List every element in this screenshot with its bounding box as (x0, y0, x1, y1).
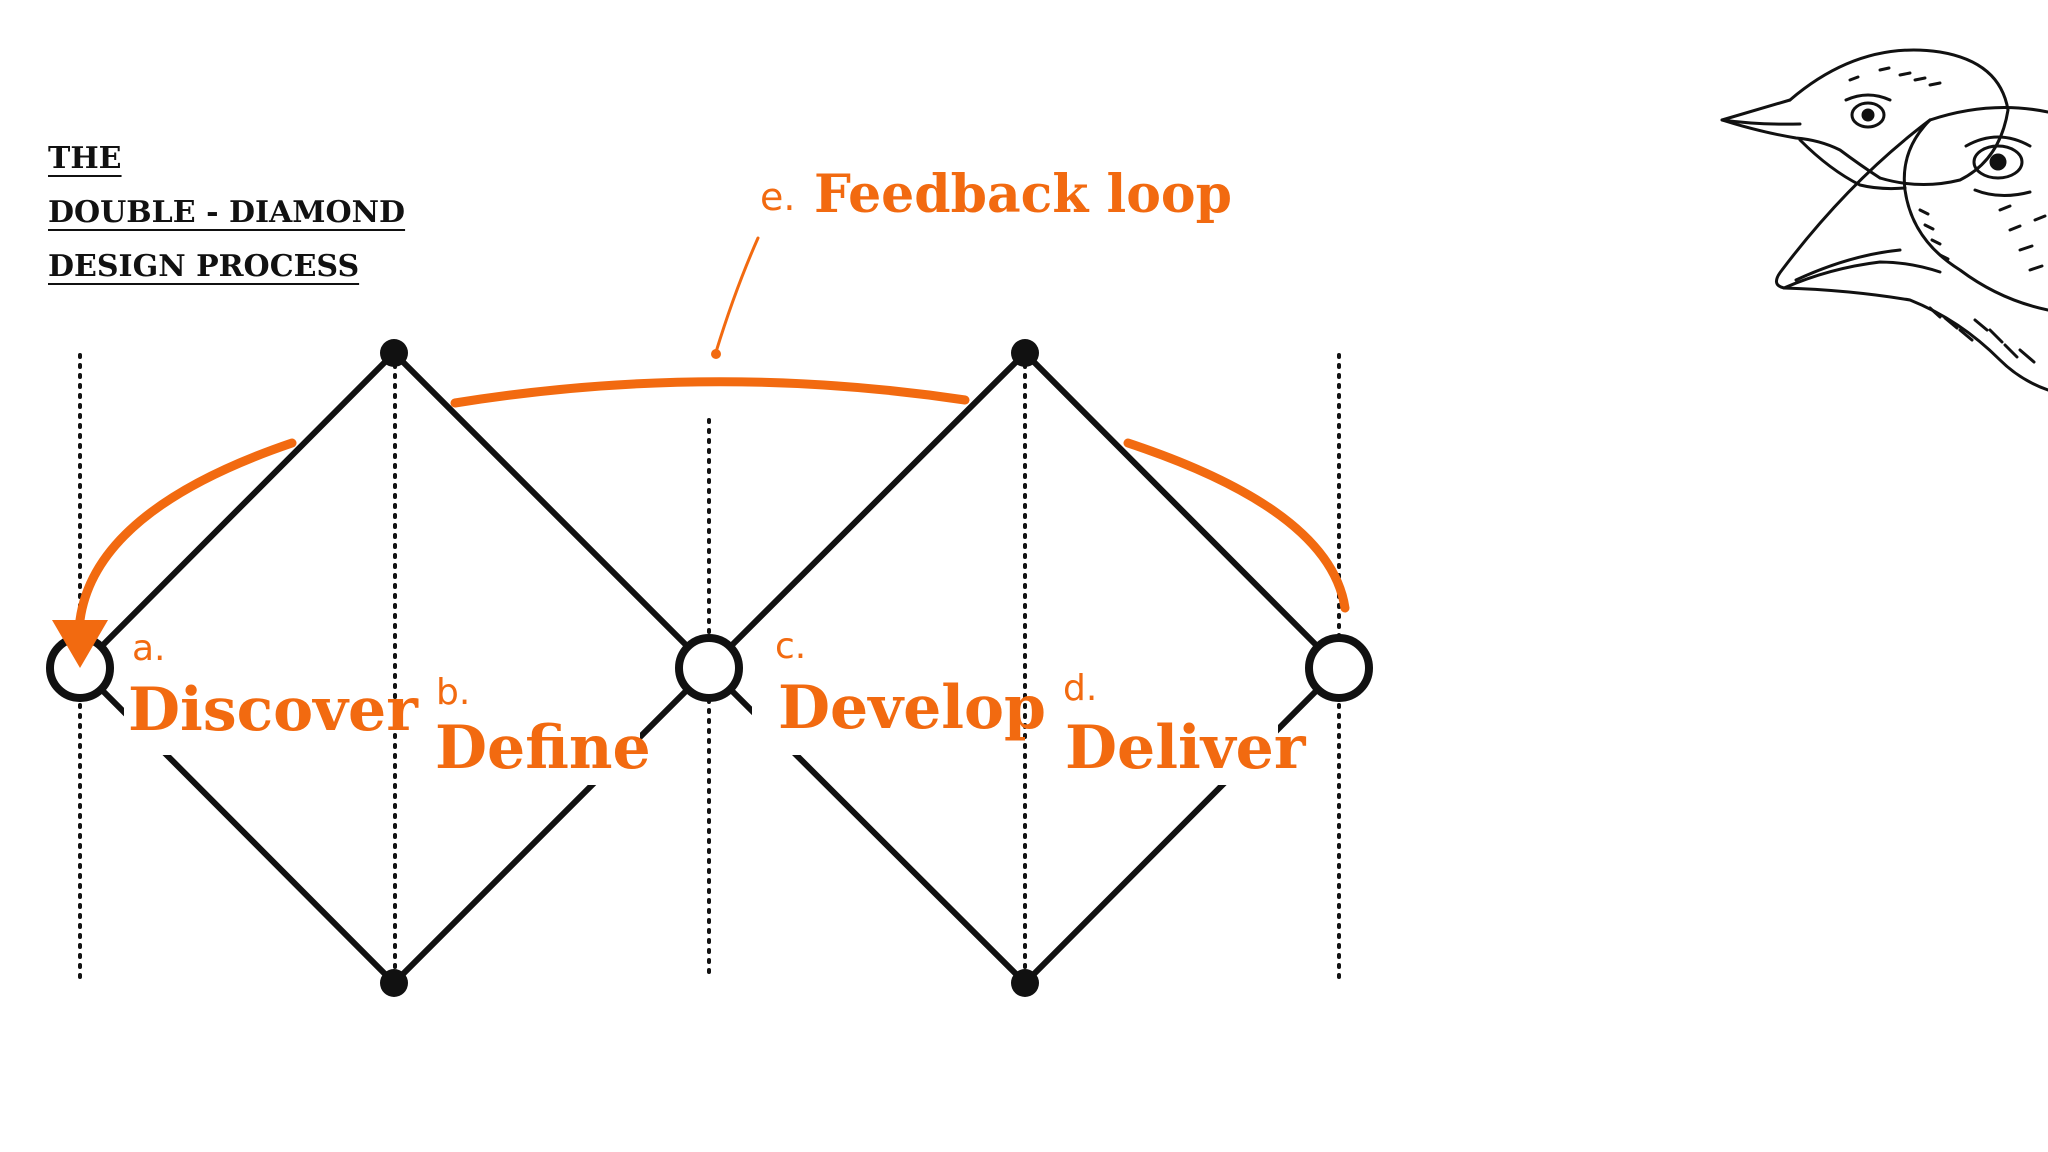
stage-letter-a: a. (132, 628, 166, 669)
stage-letter-b: b. (436, 672, 470, 713)
vertex-dot (1011, 969, 1039, 997)
vertex-dot (380, 339, 408, 367)
feedback-loop (80, 238, 1345, 620)
stage-letter-d: d. (1063, 668, 1097, 709)
pointer-dot (711, 349, 721, 359)
stage-name-deliver: Deliver (1065, 713, 1307, 783)
feedback-arc-left (80, 443, 292, 620)
vertex-dot (1011, 339, 1039, 367)
feedback-arc-right (1128, 443, 1345, 608)
birds-illustration (1722, 50, 2048, 390)
stage-letter-c: c. (775, 626, 806, 667)
feedback-arc-top (455, 382, 965, 403)
feedback-letter: e. (760, 175, 795, 219)
feedback-pointer (716, 238, 758, 352)
stage-name-develop: Develop (778, 673, 1046, 743)
stage-name-discover: Discover (128, 675, 419, 745)
stage-name-define: Define (435, 713, 651, 783)
vertex-dot (380, 969, 408, 997)
feedback-label: Feedback loop (814, 164, 1232, 225)
junction-node-middle (679, 638, 739, 698)
junction-node-end (1309, 638, 1369, 698)
